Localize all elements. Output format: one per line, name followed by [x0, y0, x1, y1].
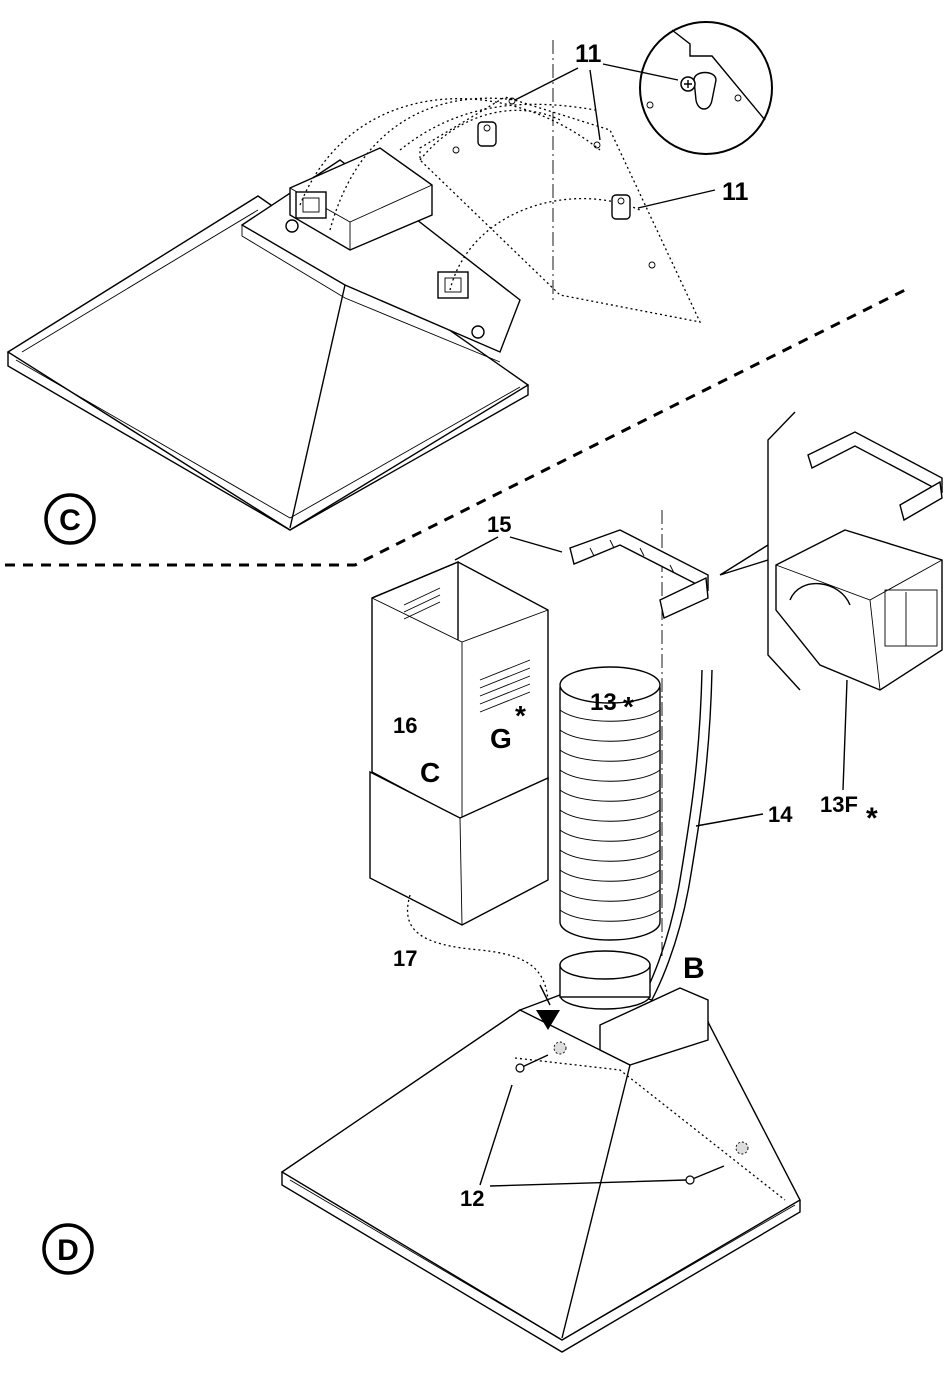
alt-box-border — [768, 412, 800, 690]
plate-hole-2 — [649, 262, 655, 268]
chimney-16 — [370, 562, 548, 925]
plate-bracket-2 — [612, 195, 630, 219]
alt-bracket-leg — [900, 482, 942, 520]
callout-13: 13 — [590, 689, 617, 716]
hood-d-hole-1 — [554, 1042, 566, 1054]
hood-d-hole-2 — [736, 1142, 748, 1154]
screw-12-a — [516, 1064, 524, 1072]
alt-box-pointer — [720, 545, 768, 575]
callout-12: 12 — [460, 1186, 484, 1211]
alt-bracket — [808, 432, 942, 520]
screw-12-b — [686, 1176, 694, 1184]
bracket-15-top — [570, 530, 708, 590]
callout-13f: 13F — [820, 792, 858, 817]
chimney-upper — [372, 562, 548, 820]
callout-11-top: 11 — [575, 40, 602, 68]
detail-circle — [640, 22, 772, 154]
plate-bracket-1 — [478, 122, 496, 146]
leader-14 — [696, 814, 763, 826]
section-label-c: C — [59, 504, 81, 537]
transition-body — [776, 530, 942, 690]
alt-transition — [776, 530, 942, 690]
hood-d-collar-top — [560, 951, 650, 979]
callout-17: 17 — [393, 946, 417, 971]
section-label-d: D — [57, 1234, 79, 1267]
letter-g-star: * — [515, 700, 526, 731]
bracket-15 — [570, 530, 708, 618]
letter-g: G — [490, 723, 512, 754]
leader-15 — [455, 537, 562, 560]
callout-15: 15 — [487, 512, 511, 537]
leader-13f — [843, 680, 847, 790]
callout-16: 16 — [393, 713, 417, 738]
callout-14: 14 — [768, 802, 793, 827]
callout-11-right: 11 — [722, 178, 749, 206]
letter-c: C — [420, 757, 440, 788]
hood-c-bracket-right — [438, 272, 468, 298]
leader-11-right — [638, 190, 715, 208]
letter-b: B — [683, 952, 705, 985]
plate-hole-1 — [453, 147, 459, 153]
detail-magnifier — [640, 22, 772, 154]
bracket-15-leg — [660, 578, 708, 618]
screw-mid — [594, 142, 600, 148]
hood-c — [8, 148, 528, 530]
alt-bracket-top — [808, 432, 942, 492]
callout-13f-star: * — [866, 802, 878, 835]
callout-13-star: * — [623, 691, 634, 722]
hood-d-canopy — [282, 1010, 800, 1340]
